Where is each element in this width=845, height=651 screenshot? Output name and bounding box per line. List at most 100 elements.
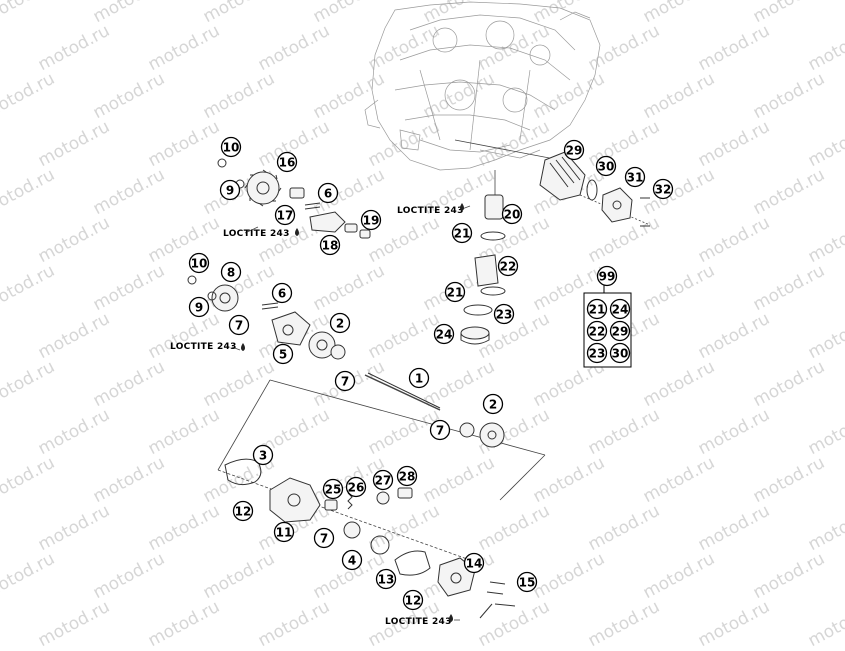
callout-circle: [228, 314, 250, 336]
callout-number: 3: [259, 449, 267, 463]
callout-number: 13: [378, 573, 395, 587]
callout-circle: [375, 568, 397, 590]
callout-circle: [596, 265, 618, 287]
callout-circle: [272, 343, 294, 365]
loctite-drop-icon: [449, 614, 453, 622]
callout-2: 2: [329, 312, 351, 334]
kit-item-circle: [586, 298, 608, 320]
callout-circle: [497, 255, 519, 277]
callout-number: 20: [504, 208, 521, 222]
kit-item-24: 24: [609, 298, 631, 320]
callout-20: 20: [501, 203, 523, 225]
callout-number: 31: [627, 171, 644, 185]
callout-3: 3: [252, 444, 274, 466]
callout-number: 24: [436, 328, 453, 342]
callout-circle: [408, 367, 430, 389]
callout-7: 7: [429, 419, 451, 441]
callout-number: 18: [322, 239, 339, 253]
callout-7: 7: [334, 370, 356, 392]
callout-number: 27: [375, 474, 392, 488]
callout-circle: [219, 179, 241, 201]
callout-number: 6: [324, 187, 332, 201]
callout-circle: [516, 571, 538, 593]
callout-circle: [188, 296, 210, 318]
callout-9: 9: [188, 296, 210, 318]
kit-item-circle: [609, 320, 631, 342]
callout-circle: [232, 500, 254, 522]
callout-number: 32: [655, 183, 672, 197]
callout-number: 1: [415, 372, 423, 386]
callout-circle: [334, 370, 356, 392]
kit-item-30: 30: [609, 342, 631, 364]
kit-item-number: 30: [612, 347, 629, 361]
callout-9: 9: [219, 179, 241, 201]
callout-1: 1: [408, 367, 430, 389]
kit-item-number: 24: [612, 303, 629, 317]
callout-circle: [402, 589, 424, 611]
callout-number: 14: [466, 557, 483, 571]
callout-26: 26: [345, 476, 367, 498]
kit-item-circle: [609, 342, 631, 364]
callout-number: 19: [363, 214, 380, 228]
callout-number: 11: [276, 526, 293, 540]
callout-5: 5: [272, 343, 294, 365]
callout-circle: [444, 281, 466, 303]
callout-circle: [429, 419, 451, 441]
callout-number: 21: [454, 227, 471, 241]
callout-number: 22: [500, 260, 517, 274]
callout-25: 25: [322, 478, 344, 500]
gear-8: [211, 284, 239, 312]
callout-circle: [220, 136, 242, 158]
callout-32: 32: [652, 178, 674, 200]
callout-circle: [482, 393, 504, 415]
callout-number: 29: [566, 144, 583, 158]
callout-number: 5: [279, 348, 287, 362]
callout-18: 18: [319, 234, 341, 256]
callout-number: 28: [399, 470, 416, 484]
callout-number: 30: [598, 160, 615, 174]
callout-circle: [341, 549, 363, 571]
kit-item-circle: [609, 298, 631, 320]
callout-circle: [652, 178, 674, 200]
callout-13: 13: [375, 568, 397, 590]
callout-28: 28: [396, 465, 418, 487]
callout-circle: [501, 203, 523, 225]
callout-14: 14: [463, 552, 485, 574]
callout-99: 99: [596, 265, 618, 287]
callout-27: 27: [372, 469, 394, 491]
callout-number: 12: [405, 594, 422, 608]
callout-11: 11: [273, 521, 295, 543]
callout-circle: [317, 182, 339, 204]
kit-item-number: 21: [589, 303, 606, 317]
callout-16: 16: [276, 151, 298, 173]
callout-number: 9: [195, 301, 203, 315]
callout-circle: [273, 521, 295, 543]
callout-circle: [451, 222, 473, 244]
callout-29: 29: [563, 139, 585, 161]
callout-circle: [276, 151, 298, 173]
loctite-label: LOCTITE 243: [223, 229, 290, 239]
gear-16: [244, 169, 282, 207]
callout-circle: [372, 469, 394, 491]
callout-number: 7: [320, 532, 328, 546]
callout-circle: [322, 478, 344, 500]
callout-30: 30: [595, 155, 617, 177]
callout-circle: [493, 303, 515, 325]
callout-21: 21: [444, 281, 466, 303]
callout-12: 12: [232, 500, 254, 522]
callout-number: 7: [235, 319, 243, 333]
kit-item-circle: [586, 320, 608, 342]
callout-number: 23: [496, 308, 513, 322]
callout-circle: [319, 234, 341, 256]
engine-outline: [364, 1, 601, 171]
loctite-label: LOCTITE 243: [170, 342, 237, 352]
callout-circle: [271, 282, 293, 304]
callout-12: 12: [402, 589, 424, 611]
kit-item-number: 29: [612, 325, 629, 339]
callout-22: 22: [497, 255, 519, 277]
callout-number: 7: [436, 424, 444, 438]
kit-item-29: 29: [609, 320, 631, 342]
